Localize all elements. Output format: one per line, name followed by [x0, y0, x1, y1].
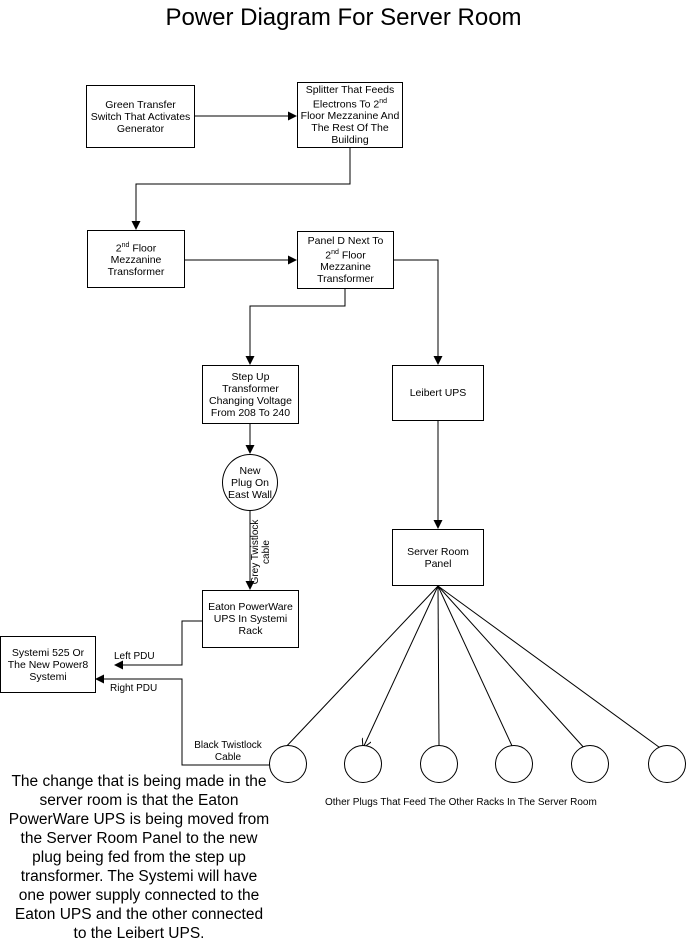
- leibert-ups-label: Leibert UPS: [409, 387, 467, 399]
- server-room-panel-label: Server Room Panel: [407, 545, 469, 570]
- mezzanine-transformer-label: 2nd Floor Mezzanine Transformer: [107, 241, 165, 279]
- arrow-splitter-to-mezzanine: [131, 147, 351, 230]
- green-transfer-switch-label: Green Transfer Switch That Activates Gen…: [90, 98, 191, 135]
- eaton-ups-box: Eaton PowerWare UPS In Systemi Rack: [202, 590, 299, 648]
- fan-line-plug-6: [437, 585, 664, 751]
- plug-circle-3: [420, 745, 458, 783]
- fan-line-plug-4: [437, 585, 514, 749]
- step-up-transformer-box: Step Up Transformer Changing Voltage Fro…: [202, 365, 299, 424]
- fan-line-plug-2: [363, 585, 439, 748]
- grey-cable-label: Grey Twistlock cable: [250, 519, 272, 585]
- fan-line-plug-1: [282, 585, 439, 751]
- leibert-ups-box: Leibert UPS: [392, 365, 484, 421]
- left-pdu-label: Left PDU: [114, 651, 155, 662]
- arrow-black-cable-to-systemi: [95, 674, 273, 766]
- other-plugs-label: Other Plugs That Feed The Other Racks In…: [325, 797, 597, 808]
- arrow-eaton-to-systemi: [114, 620, 202, 670]
- arrow-panel-d-to-leibert: [394, 259, 443, 365]
- plug-circle-5: [571, 745, 609, 783]
- splitter-label: Splitter That Feeds Electrons To 2nd Flo…: [300, 83, 400, 147]
- eaton-ups-label: Eaton PowerWare UPS In Systemi Rack: [208, 601, 293, 637]
- plug-circle-6: [648, 745, 686, 783]
- splitter-box: Splitter That Feeds Electrons To 2nd Flo…: [297, 82, 403, 148]
- mezzanine-transformer-box: 2nd Floor Mezzanine Transformer: [87, 230, 185, 288]
- systemi-box: Systemi 525 Or The New Power8 Systemi: [0, 636, 96, 693]
- systemi-label: Systemi 525 Or The New Power8 Systemi: [7, 646, 89, 683]
- fan-line-plug-3: [437, 585, 440, 747]
- plug-circle-1: [269, 745, 307, 783]
- green-transfer-switch-box: Green Transfer Switch That Activates Gen…: [86, 85, 195, 148]
- plug-circle-4: [495, 745, 533, 783]
- change-note: The change that is being made in the ser…: [8, 773, 270, 942]
- page-title: Power Diagram For Server Room: [165, 4, 522, 31]
- right-pdu-label: Right PDU: [110, 683, 158, 694]
- plug-circle-2: [344, 745, 382, 783]
- step-up-transformer-label: Step Up Transformer Changing Voltage Fro…: [209, 370, 292, 419]
- new-plug-label: New Plug On East Wall: [228, 464, 272, 501]
- new-plug-circle: New Plug On East Wall: [222, 454, 278, 511]
- server-room-panel-box: Server Room Panel: [392, 529, 484, 586]
- fan-line-plug-5: [437, 585, 587, 751]
- arrow-panel-d-to-step-up: [245, 289, 346, 365]
- black-cable-label: Black Twistlock Cable: [194, 740, 262, 763]
